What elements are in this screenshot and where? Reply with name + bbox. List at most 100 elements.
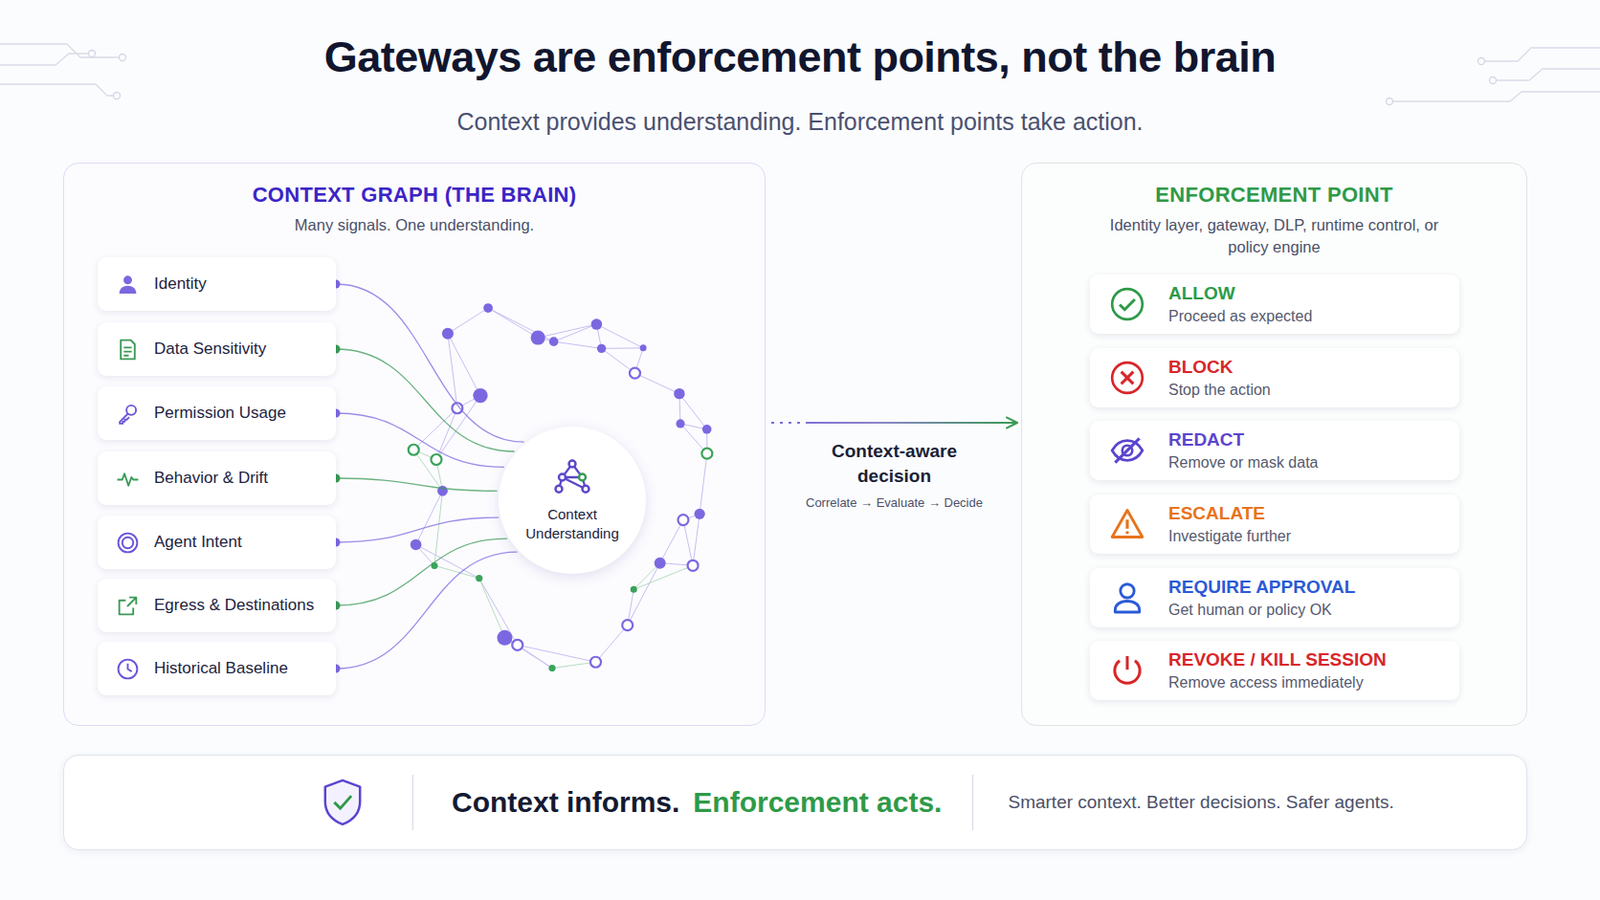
icon-stroke [120,339,135,359]
action-title: BLOCK [1168,356,1271,378]
signal-icon [115,466,140,491]
icon-stroke [1120,584,1134,599]
step-label: Correlate → Evaluate → Decide [779,495,1010,511]
circuit-dot [1386,98,1394,106]
network-node [629,368,641,379]
network-link [554,324,598,342]
panel-subtitle: Identity layer, gateway, DLP, runtime co… [1102,214,1447,259]
network-link [413,408,458,450]
edge-label: Context-aware decision [813,439,977,489]
shield-icon [320,777,365,828]
network-node [673,388,685,400]
network-link [447,333,481,397]
circuit-dot [113,92,121,100]
network-link [479,578,506,639]
circuit-line [1492,68,1600,81]
network-link [552,662,597,668]
icon-stroke [1111,288,1143,320]
network-link [699,453,708,514]
network-node [483,303,493,313]
summary-emphasis: Enforcement acts. [692,786,942,820]
signal-box: Permission Usage [97,386,336,441]
network-link [601,347,645,350]
action-text: ALLOWProceed as expected [1168,283,1312,326]
icon-stroke [1114,438,1139,463]
action-card: ESCALATE Investigate further [1089,494,1460,555]
network-link [416,544,480,578]
circuit-line [1481,47,1600,62]
network-link [660,520,684,564]
action-title: ESCALATE [1168,503,1291,525]
icon-stroke [118,533,138,553]
action-title: REDACT [1168,429,1319,451]
signal-label: Agent Intent [154,533,243,553]
signal-connector [335,284,525,443]
action-text: BLOCKStop the action [1168,356,1271,400]
network-node [702,424,712,435]
network-link [416,490,444,545]
circle-label: Context Understanding [519,505,625,545]
network-link [434,490,444,566]
diagram-title: Gateways are enforcement points, not the… [0,32,1600,83]
network-node [591,318,603,331]
icon-stroke [1125,519,1129,530]
icon-stroke [555,486,563,493]
signal-icon [115,337,140,362]
icon-stroke [128,663,133,671]
network-node [640,344,647,352]
signal-box: Data Sensitivity [97,322,336,377]
signal-icon [115,401,140,426]
summary-band: Context informs.Enforcement acts.Smarter… [63,755,1528,851]
action-card: REDACTRemove or mask data [1089,421,1460,481]
circuit-line [0,44,123,58]
signal-label: Egress & Destinations [154,596,314,616]
signal-connector [335,349,515,452]
icon-stroke [1121,372,1134,385]
signal-box: Behavior & Drift [97,451,336,506]
network-node [630,586,638,594]
signal-label: Identity [154,274,207,294]
icon-stroke [119,597,137,615]
signal-connector [335,552,517,669]
network-link [488,308,538,338]
circuit-dot [1489,77,1497,85]
network-link [634,373,679,395]
signal-box: Identity [97,257,336,312]
action-icon [1109,359,1146,397]
action-icon [1109,652,1146,689]
decision-arrow [771,422,1018,424]
network-link [447,308,489,334]
icon-stroke [578,473,586,481]
signal-connector [335,478,498,491]
summary-text: Context informs. [451,786,680,820]
icon-stroke [1125,656,1129,670]
action-text: REVOKE / KILL SESSIONRemove access immed… [1168,649,1387,692]
signal-icon [115,594,140,619]
context-circle: Context Understanding [498,426,646,575]
action-card: REQUIRE APPROVALGet human or policy OK [1089,568,1460,628]
icon-stroke [333,796,352,809]
panel-subtitle: Many signals. One understanding. [213,214,616,237]
network-node [475,575,483,582]
action-description: Investigate further [1168,528,1291,546]
network-node [408,444,420,456]
network-node [590,657,601,668]
network-node [688,560,699,572]
icon-stroke [117,473,139,487]
panel-title: CONTEXT GRAPH (THE BRAIN) [64,182,765,208]
network-link [683,520,693,567]
circuit-line [1389,91,1600,102]
icon-stroke [123,275,133,285]
signal-label: Historical Baseline [154,659,289,679]
network-link [692,513,700,566]
network-node [496,630,512,646]
action-icon [1109,506,1146,543]
icon-stroke [123,347,132,356]
signal-label: Behavior & Drift [154,468,268,489]
network-node [531,330,546,345]
icon-stroke [119,285,137,293]
icon-stroke [1114,600,1139,613]
action-card: BLOCKStop the action [1089,348,1460,408]
network-link [633,565,693,590]
